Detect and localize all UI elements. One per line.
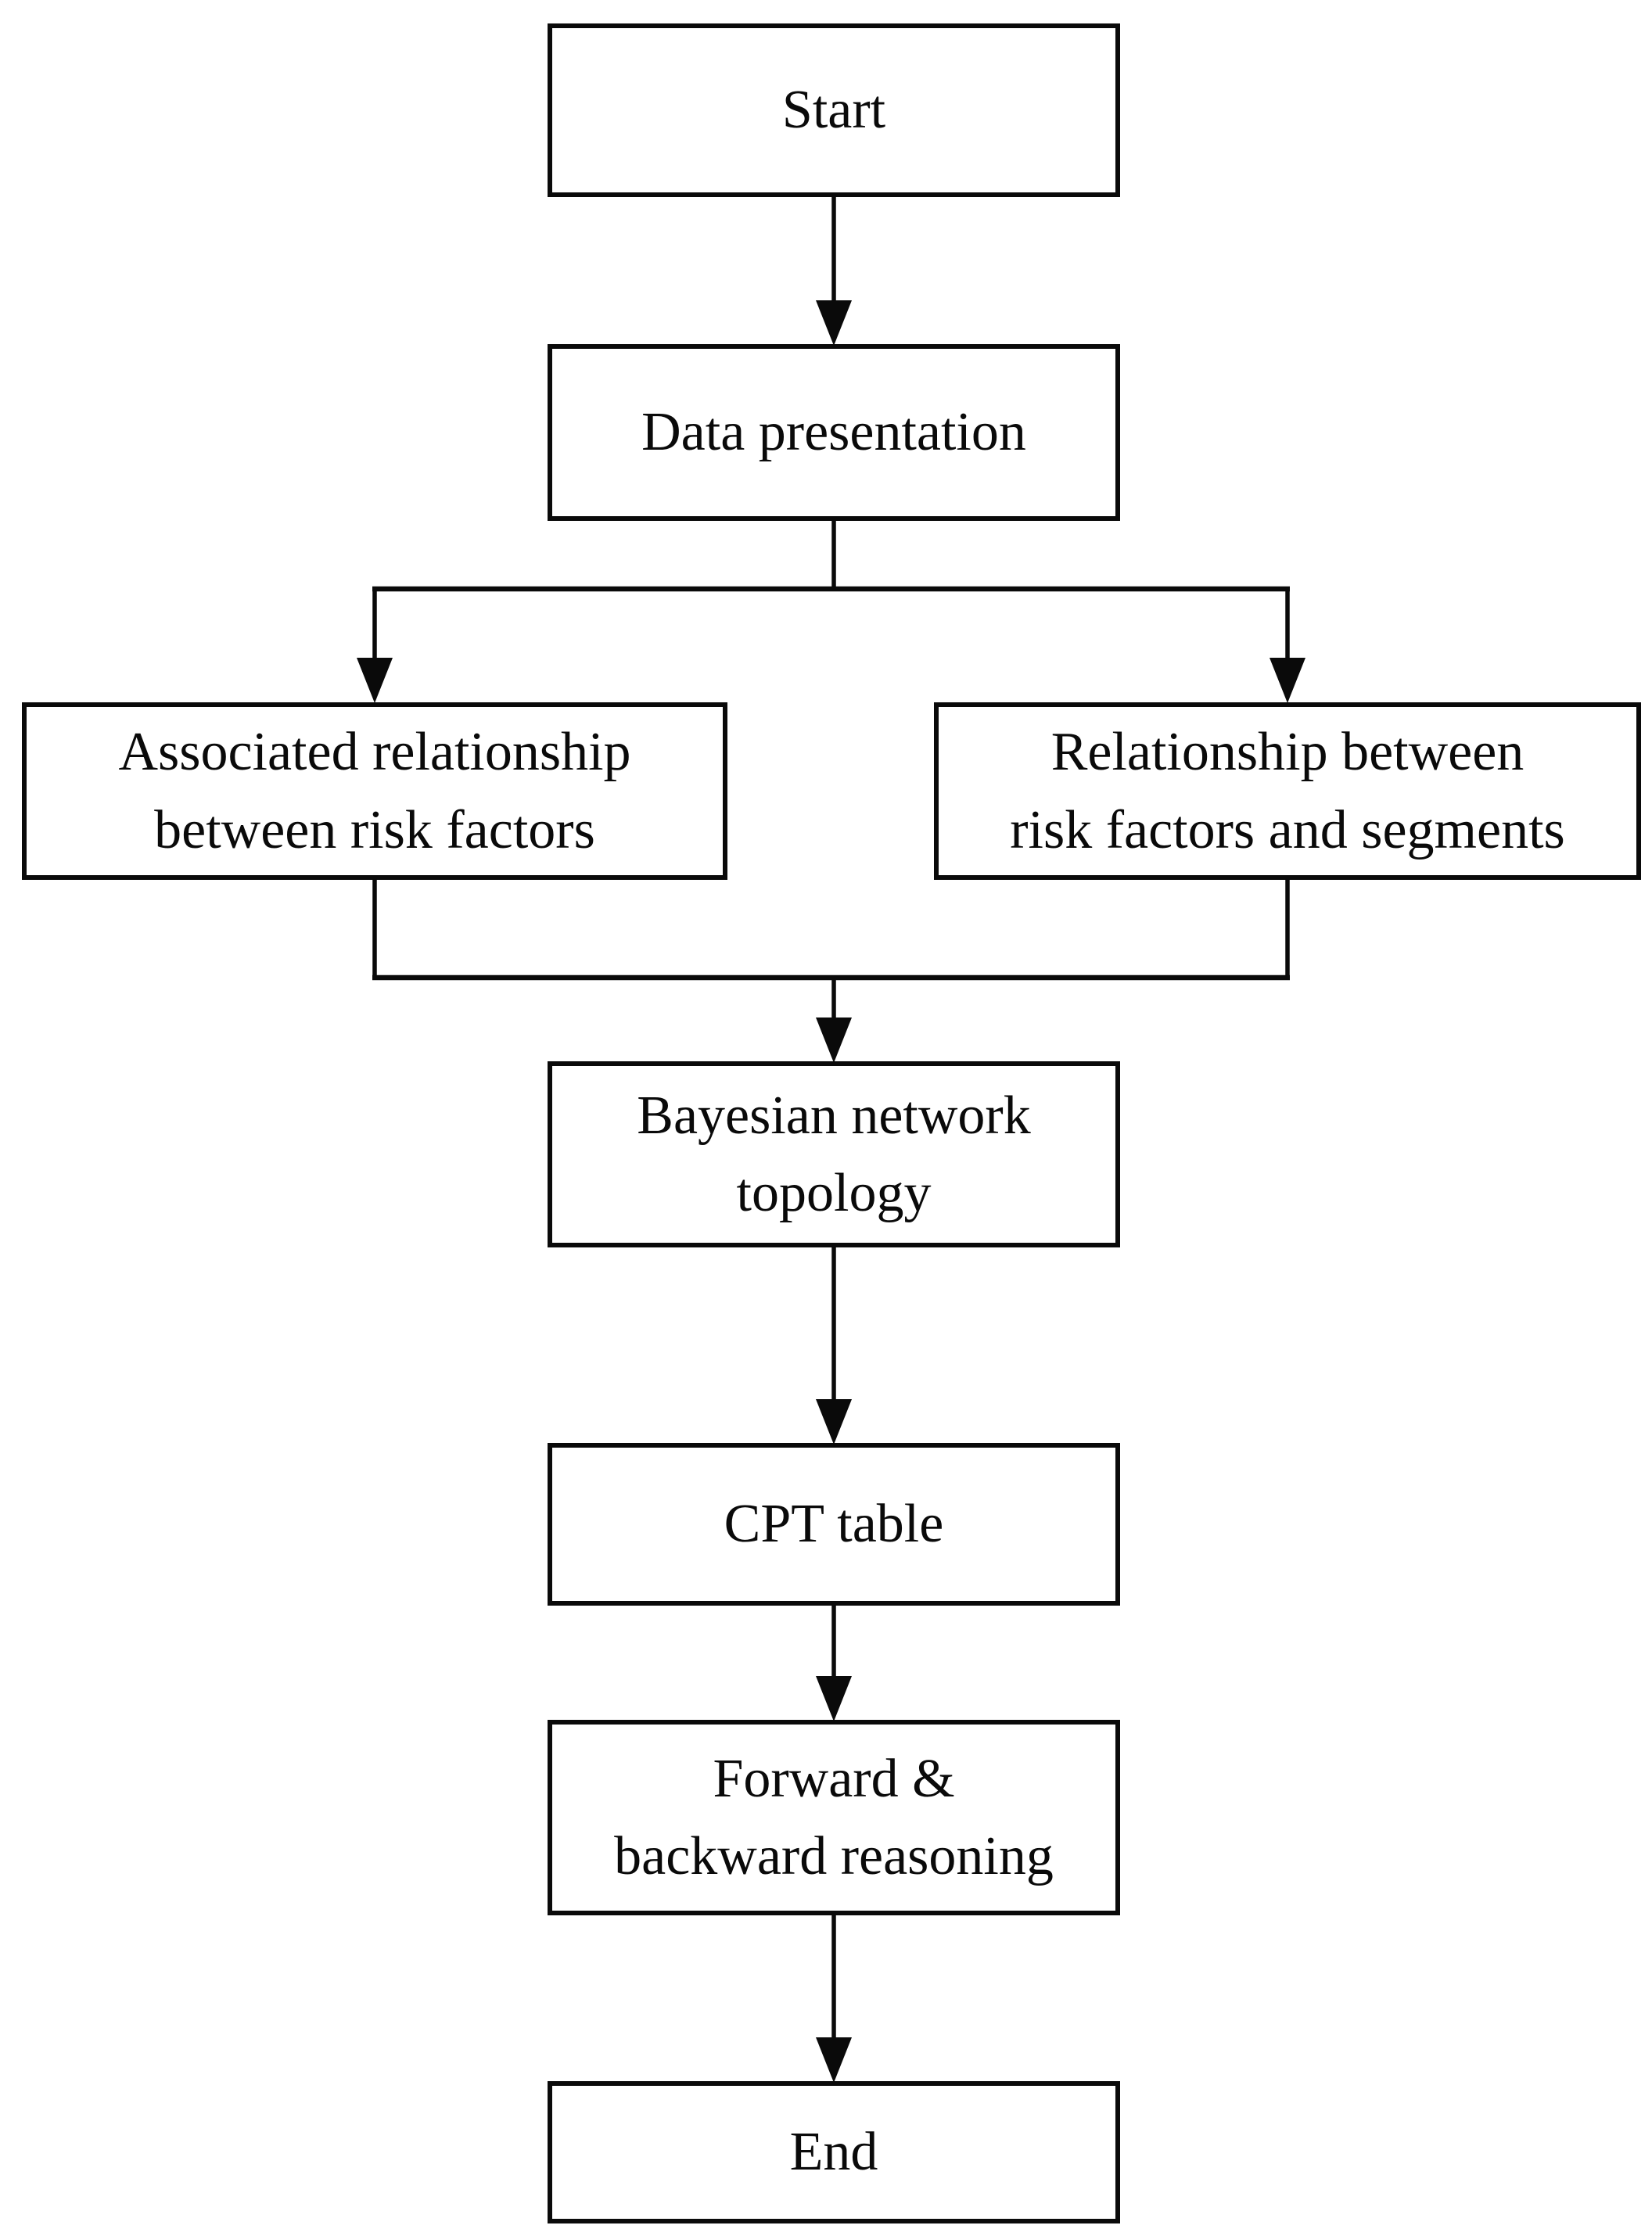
node-end-label: End <box>789 2122 878 2183</box>
node-cpt-table-label: CPT table <box>724 1494 944 1555</box>
node-associated-relationship-label: Associated relationship between risk fac… <box>118 722 631 860</box>
node-forward-backward: Forward & backward reasoning <box>548 1720 1120 1915</box>
node-data-presentation-label: Data presentation <box>641 402 1026 463</box>
node-start-label: Start <box>781 80 886 141</box>
node-end: End <box>548 2081 1120 2223</box>
node-forward-backward-label: Forward & backward reasoning <box>614 1748 1054 1886</box>
node-relationship-segments-label: Relationship between risk factors and se… <box>1010 722 1565 860</box>
arrowhead-into-end <box>816 2037 852 2083</box>
node-start: Start <box>548 23 1120 197</box>
node-data-presentation: Data presentation <box>548 344 1120 521</box>
arrowhead-into-rel <box>1270 658 1305 703</box>
node-bayesian-topology-label: Bayesian network topology <box>637 1085 1031 1223</box>
arrowhead-into-cpt <box>816 1399 852 1445</box>
arrowhead-into-data <box>816 300 852 346</box>
node-associated-relationship: Associated relationship between risk fac… <box>22 702 727 880</box>
arrowhead-into-bayes <box>816 1018 852 1063</box>
arrowhead-into-assoc <box>357 658 393 703</box>
node-cpt-table: CPT table <box>548 1443 1120 1606</box>
node-bayesian-topology: Bayesian network topology <box>548 1061 1120 1247</box>
arrowhead-into-fwd <box>816 1676 852 1721</box>
node-relationship-segments: Relationship between risk factors and se… <box>934 702 1641 880</box>
